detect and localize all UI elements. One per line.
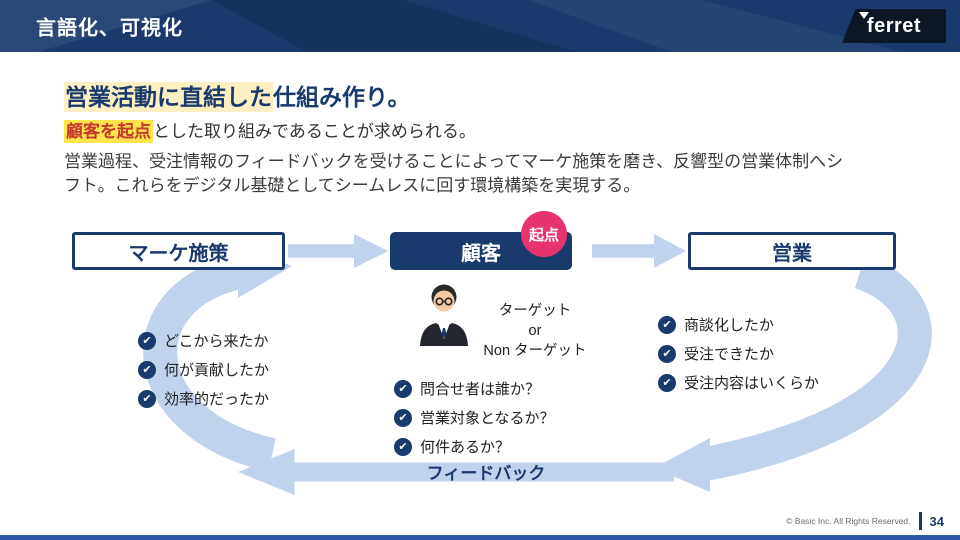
check-item: ✔ 何が貢献したか (138, 359, 269, 380)
target-line-3: Non ターゲット (483, 343, 587, 359)
check-item: ✔ 効率的だったか (138, 388, 269, 409)
subtitle-rest: とした取り組みであることが求められる。 (153, 122, 476, 141)
customer-checklist: ✔ 問合せ者は誰か？ ✔ 営業対象となるか？ ✔ 何件あるか？ (394, 378, 555, 465)
check-icon: ✔ (394, 437, 412, 456)
ferret-logo-text: ferret (866, 14, 922, 37)
check-item: ✔ 商談化したか (658, 314, 819, 335)
check-label: 商談化したか (684, 317, 775, 334)
page-title-rest: 仕組み作り。 (273, 84, 411, 110)
marketing-checklist: ✔ どこから来たか ✔ 何が貢献したか ✔ 効率的だったか (138, 330, 269, 417)
check-item: ✔ 受注できたか (658, 343, 819, 364)
check-icon: ✔ (658, 344, 676, 363)
check-label: 効率的だったか (164, 391, 270, 408)
box-marketing: マーケ施策 (72, 232, 285, 270)
businessperson-icon (420, 284, 468, 346)
page-title: 営業活動に直結した仕組み作り。 (64, 78, 411, 112)
check-label: 営業対象となるか？ (420, 410, 555, 427)
slide-header: 言語化、可視化 ferret (0, 0, 960, 52)
page-title-highlight: 営業活動に直結した (64, 82, 273, 112)
check-icon: ✔ (138, 331, 156, 350)
subtitle: 顧客を起点とした取り組みであることが求められる。 (64, 117, 476, 143)
body-paragraph: 営業過程、受注情報のフィードバックを受けることによってマーケ施策を磨き、反響型の… (64, 152, 844, 195)
check-label: 受注できたか (684, 346, 775, 363)
feedback-label: フィードバック (426, 464, 546, 483)
check-label: 何件あるか？ (420, 439, 511, 456)
check-item: ✔ 受注内容はいくらか (658, 372, 819, 393)
check-label: 問合せ者は誰か？ (420, 381, 541, 398)
check-icon: ✔ (658, 315, 676, 334)
origin-badge: 起点 (521, 211, 567, 257)
subtitle-highlight: 顧客を起点 (64, 120, 153, 143)
check-item: ✔ どこから来たか (138, 330, 269, 351)
check-icon: ✔ (394, 408, 412, 427)
check-item: ✔ 営業対象となるか？ (394, 407, 555, 428)
footer-divider (918, 512, 922, 530)
target-text: ターゲット or Non ターゲット (455, 301, 615, 361)
check-label: 受注内容はいくらか (684, 375, 820, 392)
check-icon: ✔ (658, 373, 676, 392)
check-item: ✔ 問合せ者は誰か？ (394, 378, 555, 399)
arrow-marketing-to-customer (288, 234, 388, 268)
box-sales: 営業 (688, 232, 896, 270)
arrow-customer-to-sales (592, 234, 686, 268)
check-icon: ✔ (138, 389, 156, 408)
check-icon: ✔ (394, 379, 412, 398)
ferret-logo: ferret (842, 9, 946, 43)
bottom-accent-bar (0, 535, 960, 540)
ferret-triangle-icon (859, 12, 869, 19)
copyright-text: © Basic Inc. All Rights Reserved. (786, 516, 911, 526)
target-line-2: or (528, 323, 542, 339)
check-label: 何が貢献したか (164, 362, 270, 379)
slide-title: 言語化、可視化 (36, 17, 183, 40)
check-icon: ✔ (138, 360, 156, 379)
check-item: ✔ 何件あるか？ (394, 436, 555, 457)
sales-checklist: ✔ 商談化したか ✔ 受注できたか ✔ 受注内容はいくらか (658, 314, 819, 401)
target-line-1: ターゲット (498, 303, 572, 319)
check-label: どこから来たか (164, 333, 269, 350)
page-number: 34 (929, 513, 944, 529)
slide-footer: © Basic Inc. All Rights Reserved. 34 (786, 512, 944, 530)
